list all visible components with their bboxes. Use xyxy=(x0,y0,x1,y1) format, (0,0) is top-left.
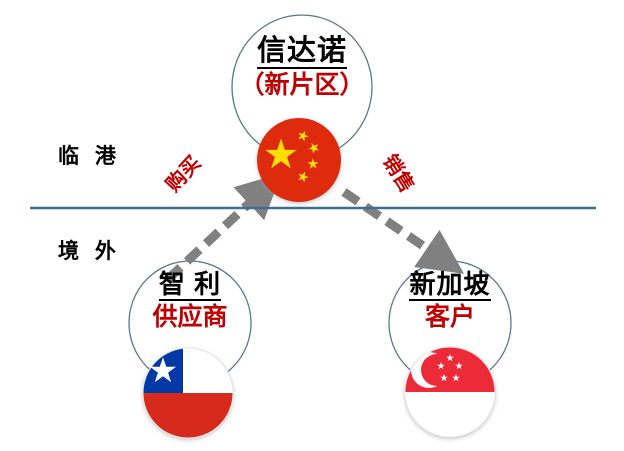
zone-label-offshore: 境 外 xyxy=(58,240,121,263)
arrow-buy xyxy=(164,173,282,283)
arrow-sell xyxy=(341,188,465,274)
flag-chile xyxy=(142,347,234,439)
flag-china xyxy=(257,118,341,202)
flag-singapore xyxy=(404,346,496,438)
zone-label-onshore: 临 港 xyxy=(58,145,121,168)
